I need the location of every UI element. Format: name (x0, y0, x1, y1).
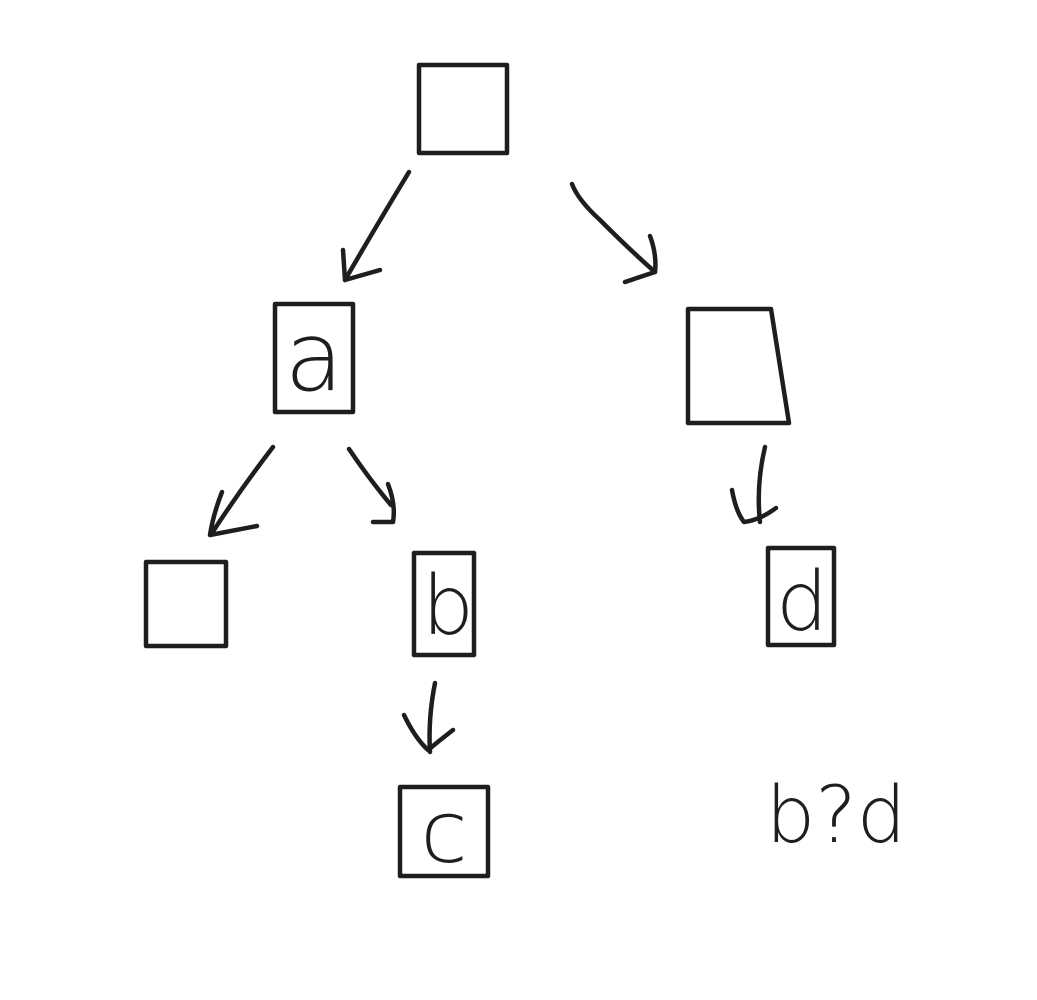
node-root (416, 62, 510, 156)
node-b-label: b (422, 559, 474, 654)
arrow-right-to-d (729, 444, 779, 525)
arrow-b-to-c (401, 680, 456, 755)
node-a-label: a (285, 301, 344, 413)
arrow-a-to-left-leaf (207, 444, 276, 538)
node-left-leaf (143, 559, 229, 649)
node-a: a (272, 301, 356, 415)
arrow-a-to-b (346, 446, 397, 525)
node-c: c (397, 783, 491, 883)
node-d: d (765, 545, 837, 650)
annotation-b-question-d: b?d (766, 771, 906, 861)
node-b: b (411, 550, 477, 658)
node-c-label: c (420, 783, 467, 883)
node-right (685, 306, 792, 426)
arrow-root-to-a (340, 169, 412, 283)
node-d-label: d (776, 555, 828, 650)
arrow-root-to-right (569, 181, 658, 285)
